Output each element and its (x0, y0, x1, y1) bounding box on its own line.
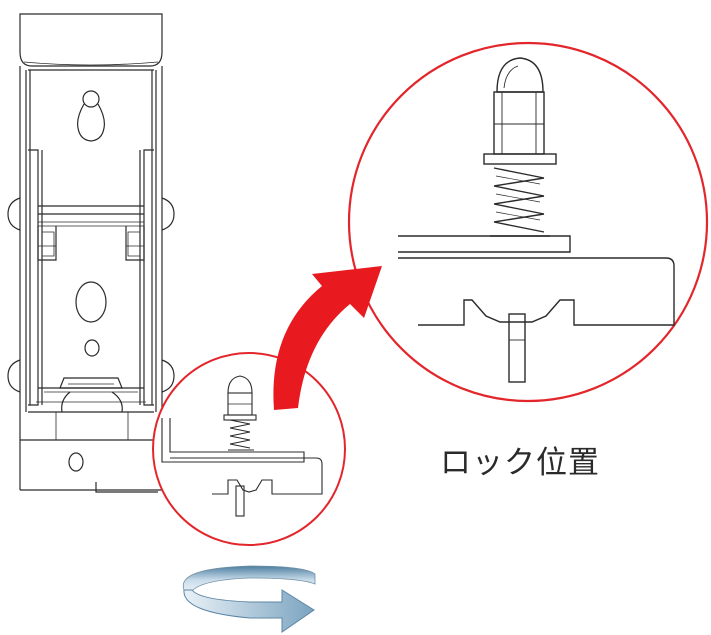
large-detail-view (347, 41, 709, 403)
lock-position-label: ロック位置 (440, 445, 600, 481)
latch-body (7, 13, 175, 493)
rotate-arrow-icon (182, 565, 316, 633)
small-detail-view (152, 352, 346, 546)
keyhole-slot (77, 90, 105, 142)
curved-callout-arrow-icon (273, 266, 382, 410)
